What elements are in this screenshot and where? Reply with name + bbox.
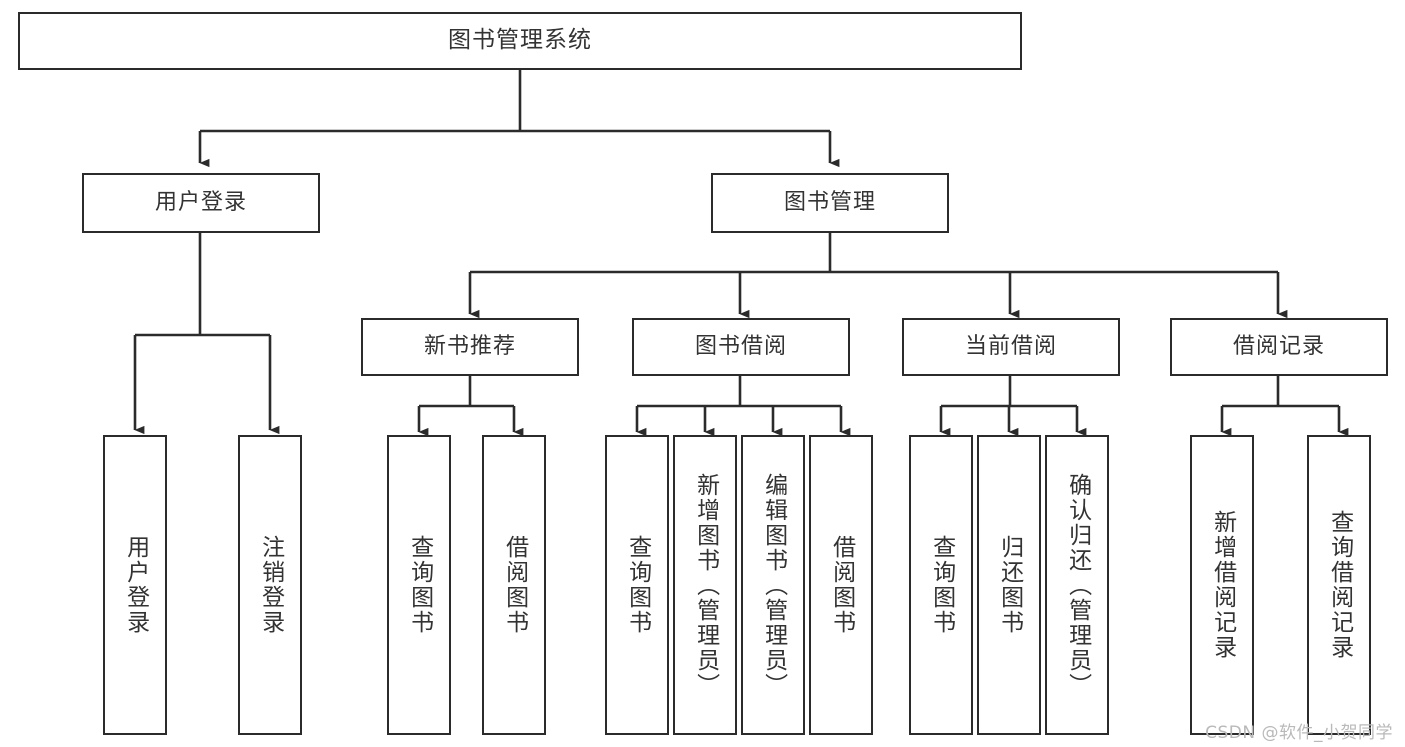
node-label: 新增图书（管理员）: [692, 472, 719, 698]
node-label: 新书推荐: [423, 333, 516, 359]
node-label: 注销登录: [257, 535, 284, 635]
node-user-login[interactable]: 用户登录: [82, 173, 320, 233]
leaf-borrow-book-2[interactable]: 借阅图书: [809, 435, 873, 735]
node-label: 用户登录: [122, 535, 149, 635]
node-label: 编辑图书（管理员）: [760, 472, 787, 698]
node-label: 新增借阅记录: [1209, 510, 1236, 660]
node-label: 图书管理系统: [448, 27, 592, 54]
node-book-borrow[interactable]: 图书借阅: [632, 318, 850, 376]
leaf-add-record[interactable]: 新增借阅记录: [1190, 435, 1254, 735]
leaf-query-book-3[interactable]: 查询图书: [909, 435, 973, 735]
node-book-manage[interactable]: 图书管理: [711, 173, 949, 233]
leaf-logout[interactable]: 注销登录: [238, 435, 302, 735]
node-borrow-record[interactable]: 借阅记录: [1170, 318, 1388, 376]
node-label: 查询图书: [406, 535, 433, 635]
node-label: 查询借阅记录: [1326, 510, 1353, 660]
node-label: 借阅图书: [501, 535, 528, 635]
node-label: 当前借阅: [964, 333, 1057, 359]
node-label: 借阅图书: [828, 535, 855, 635]
node-root-system[interactable]: 图书管理系统: [18, 12, 1022, 70]
leaf-query-book-2[interactable]: 查询图书: [605, 435, 669, 735]
node-label: 用户登录: [154, 189, 247, 215]
node-label: 查询图书: [624, 535, 651, 635]
csdn-watermark: CSDN @软件_小贺同学: [1205, 723, 1393, 743]
leaf-query-record[interactable]: 查询借阅记录: [1307, 435, 1371, 735]
node-label: 图书管理: [783, 189, 876, 215]
node-label: 借阅记录: [1232, 333, 1325, 359]
node-current-borrow[interactable]: 当前借阅: [902, 318, 1120, 376]
leaf-edit-book[interactable]: 编辑图书（管理员）: [741, 435, 805, 735]
node-label: 确认归还（管理员）: [1064, 472, 1091, 698]
leaf-borrow-book-1[interactable]: 借阅图书: [482, 435, 546, 735]
node-label: 归还图书: [996, 535, 1023, 635]
node-label: 图书借阅: [694, 333, 787, 359]
node-label: 查询图书: [928, 535, 955, 635]
leaf-add-book[interactable]: 新增图书（管理员）: [673, 435, 737, 735]
node-new-book-rec[interactable]: 新书推荐: [361, 318, 579, 376]
leaf-confirm-return[interactable]: 确认归还（管理员）: [1045, 435, 1109, 735]
leaf-user-login[interactable]: 用户登录: [103, 435, 167, 735]
leaf-query-book-1[interactable]: 查询图书: [387, 435, 451, 735]
leaf-return-book[interactable]: 归还图书: [977, 435, 1041, 735]
